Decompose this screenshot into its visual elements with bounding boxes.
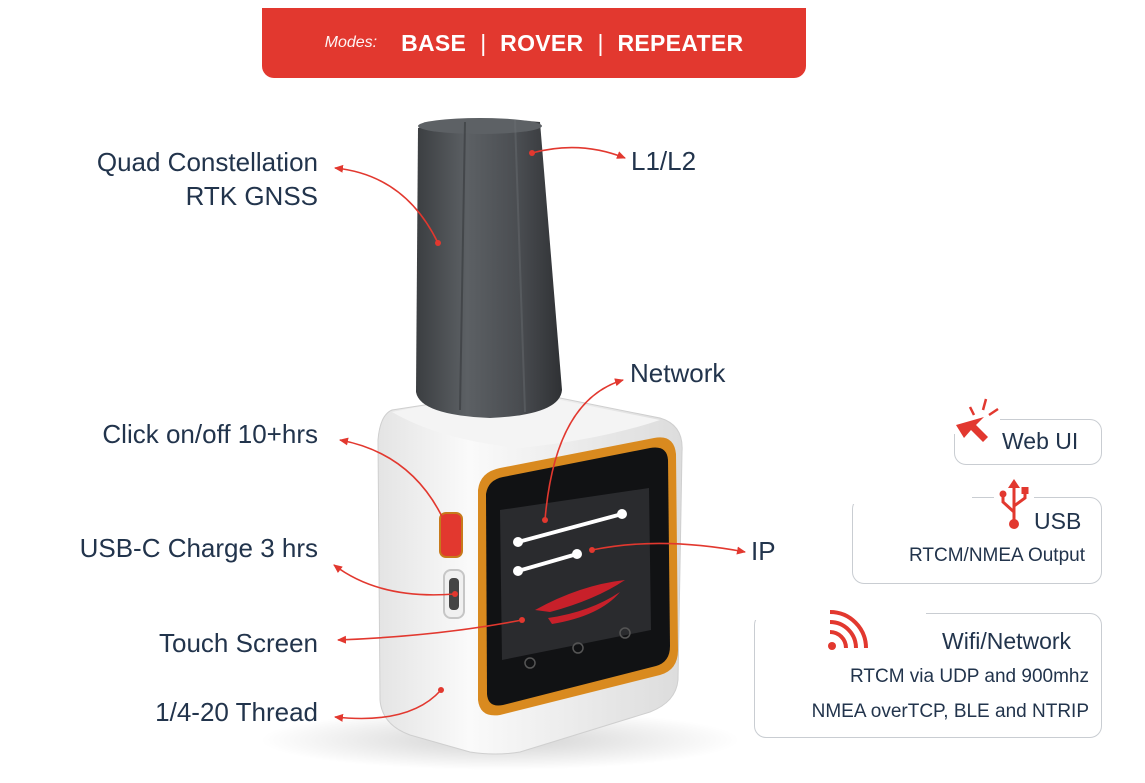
feature-usb-title: USB xyxy=(1034,508,1082,534)
mode-rover: ROVER xyxy=(500,29,584,56)
label-ip: IP xyxy=(751,536,776,566)
antenna-cap xyxy=(418,118,542,134)
touch-screen xyxy=(500,488,651,660)
mode-base: BASE xyxy=(401,29,467,56)
screen-line xyxy=(517,552,578,573)
label-gnss-line1: Quad Constellation xyxy=(96,147,318,177)
usb-icon xyxy=(999,479,1029,529)
mode-separator: | xyxy=(480,29,487,56)
arrow-usbc xyxy=(333,564,456,596)
label-usbc: USB-C Charge 3 hrs xyxy=(79,533,318,563)
label-click: Click on/off 10+hrs xyxy=(102,419,318,449)
feature-wifi-line1: RTCM via UDP and 900mhz xyxy=(849,666,1089,687)
feature-wifi-line2: NMEA overTCP, BLE and NTRIP xyxy=(811,701,1089,722)
arrow-touch xyxy=(337,619,523,644)
screen-line xyxy=(517,512,623,544)
modes-banner: Modes: BASE | ROVER | REPEATER xyxy=(262,8,806,78)
wifi-signal-icon xyxy=(828,610,868,650)
label-gnss-line2: RTK GNSS xyxy=(185,181,318,211)
feature-webui-title: Web UI xyxy=(1002,428,1079,454)
arrow-thread xyxy=(334,689,442,722)
arrow-l1l2 xyxy=(531,146,626,159)
callout-arrows xyxy=(333,146,746,722)
screen-logo xyxy=(535,580,625,612)
feature-wifi-title: Wifi/Network xyxy=(942,628,1072,654)
arrow-ip xyxy=(591,542,746,555)
label-thread: 1/4-20 Thread xyxy=(155,697,318,727)
feature-usb-line1: RTCM/NMEA Output xyxy=(909,545,1085,566)
label-touch: Touch Screen xyxy=(159,628,318,658)
arrow-gnss xyxy=(334,164,439,244)
mode-repeater: REPEATER xyxy=(617,29,744,56)
label-l1l2: L1/L2 xyxy=(631,146,697,176)
arrow-click xyxy=(339,437,451,536)
label-network: Network xyxy=(630,358,726,388)
mode-separator: | xyxy=(597,29,604,56)
modes-label: Modes: xyxy=(324,34,378,51)
antenna xyxy=(416,119,562,419)
arrow-network xyxy=(544,378,624,521)
feature-usb-box xyxy=(852,497,1102,584)
feature-wifi-box xyxy=(754,613,1102,738)
cursor-click-icon xyxy=(956,398,999,442)
